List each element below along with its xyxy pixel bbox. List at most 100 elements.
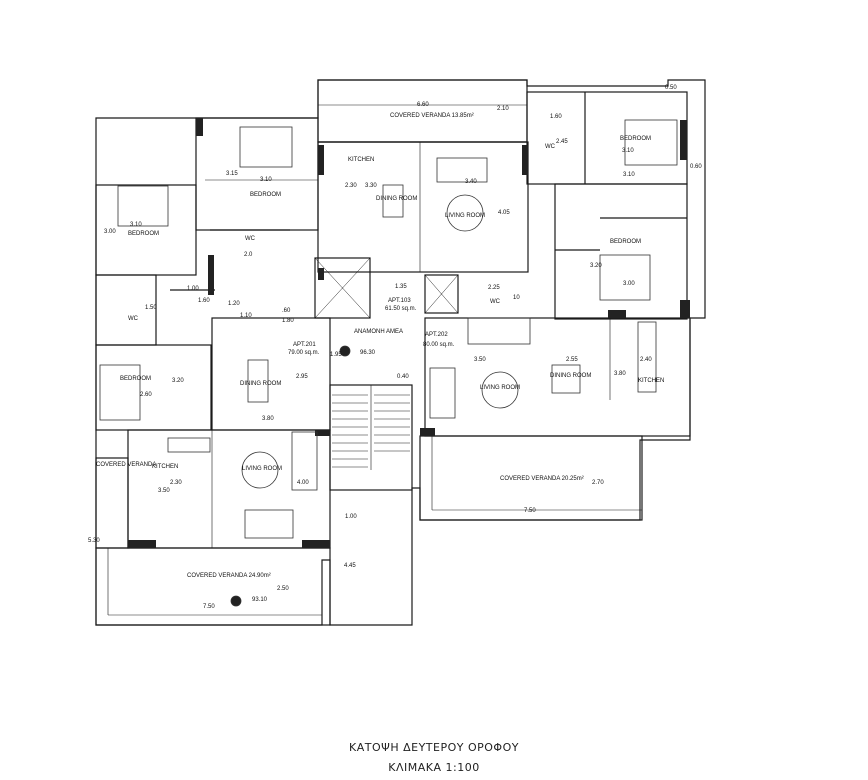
bedroom-top-right-label: BEDROOM bbox=[620, 136, 651, 142]
dim-200: 2.0 bbox=[244, 252, 253, 258]
dim-160b: 1.60 bbox=[198, 298, 210, 304]
dim-210: 2.10 bbox=[497, 106, 509, 112]
dim-340: 3.40 bbox=[465, 179, 477, 185]
table-living-right bbox=[481, 371, 519, 409]
apt202-label: APT.202 bbox=[425, 332, 448, 338]
sofa-left-side bbox=[291, 431, 318, 491]
dim-405: 4.05 bbox=[498, 210, 510, 216]
apt201-area: 79.00 sq.m. bbox=[288, 350, 320, 356]
table-dining-right bbox=[551, 364, 581, 394]
dim-180: 1.80 bbox=[282, 318, 294, 324]
room-labels: COVERED VERANDA 13.85m² KITCHEN DINING R… bbox=[96, 113, 664, 603]
dim-530: 5.30 bbox=[88, 538, 100, 544]
apt202-area: 80.00 sq.m. bbox=[423, 342, 455, 348]
dining-left-label: DINING ROOM bbox=[240, 381, 281, 387]
dimension-labels: 6.60 2.10 0.50 1.60 0.60 3.10 3.15 3.10 … bbox=[88, 85, 702, 610]
sofa-top bbox=[436, 157, 488, 183]
kitchen-top-label: KITCHEN bbox=[348, 157, 374, 163]
dim-160: 1.60 bbox=[550, 114, 562, 120]
dim-010: 10 bbox=[513, 295, 520, 301]
bedroom-left-label: BEDROOM bbox=[120, 376, 151, 382]
plan-lines bbox=[95, 79, 706, 626]
bedroom-top-left-label: BEDROOM bbox=[128, 231, 159, 237]
wc-left-label: WC bbox=[128, 316, 139, 322]
lift-label: ΑΝΑΜΟΝΗ ΑΜΕΑ bbox=[354, 329, 403, 335]
dim-300: 3.00 bbox=[104, 229, 116, 235]
living-top-label: LIVING ROOM bbox=[445, 213, 485, 219]
dim-050: 0.50 bbox=[665, 85, 677, 91]
dim-230b: 2.30 bbox=[170, 480, 182, 486]
dining-top-label: DINING ROOM bbox=[376, 196, 417, 202]
drawing-title: ΚΑΤΟΨΗ ΔΕΥΤΕΡΟΥ ΟΡΟΦΟΥ bbox=[349, 741, 519, 754]
dim-245: 2.45 bbox=[556, 139, 568, 145]
kitchen-right-label: KITCHEN bbox=[638, 378, 664, 384]
veranda-left-box bbox=[95, 457, 129, 549]
level-label: 93.10 bbox=[252, 597, 268, 603]
dim-110: 1.10 bbox=[240, 313, 252, 319]
dim-295: 2.95 bbox=[296, 374, 308, 380]
living-right-label: LIVING ROOM bbox=[480, 385, 520, 391]
dim-225: 2.25 bbox=[488, 285, 500, 291]
dim-310b: 3.10 bbox=[130, 222, 142, 228]
dim-270: 2.70 bbox=[592, 480, 604, 486]
dim-310c: 3.10 bbox=[622, 148, 634, 154]
veranda-right-label: COVERED VERANDA 20.25m² bbox=[500, 476, 584, 482]
dim-400: 4.00 bbox=[297, 480, 309, 486]
dim-330: 3.30 bbox=[365, 183, 377, 189]
lift-box bbox=[314, 257, 371, 319]
wall-blocks bbox=[128, 118, 690, 548]
dim-320b: 3.20 bbox=[172, 378, 184, 384]
bed-top-left bbox=[117, 185, 169, 227]
table-dining-top bbox=[382, 184, 404, 218]
sofa-left bbox=[244, 509, 294, 539]
apt103-label: APT.103 bbox=[388, 298, 411, 304]
bed-left bbox=[99, 364, 141, 421]
kitchen-counter-left bbox=[167, 437, 211, 453]
living-left-label: LIVING ROOM bbox=[242, 466, 282, 472]
dim-120: 1.20 bbox=[228, 301, 240, 307]
bed-top-center bbox=[239, 126, 293, 168]
level-marker bbox=[230, 595, 242, 607]
dim-300b: 3.00 bbox=[623, 281, 635, 287]
furniture bbox=[99, 119, 678, 607]
wc-top-right-label: WC bbox=[545, 144, 556, 150]
apt103-area: 61.50 sq.m. bbox=[385, 306, 417, 312]
dim-195: 1.95 bbox=[330, 352, 342, 358]
veranda-left-label: COVERED VERANDA bbox=[96, 462, 156, 468]
stairs bbox=[332, 385, 410, 470]
dim-260: 2.60 bbox=[140, 392, 152, 398]
bed-right bbox=[599, 254, 651, 301]
bed-top-right bbox=[624, 119, 678, 166]
table-living-top bbox=[446, 194, 484, 232]
dim-350b: 3.50 bbox=[158, 488, 170, 494]
wc-center-label: WC bbox=[490, 299, 501, 305]
bedroom-right-label: BEDROOM bbox=[610, 239, 641, 245]
dim-100b: 1.00 bbox=[345, 514, 357, 520]
kitchen-left-label: KITCHEN bbox=[152, 464, 178, 470]
dim-100a: 1.00 bbox=[187, 286, 199, 292]
dining-right-label: DINING ROOM bbox=[550, 373, 591, 379]
lift-value: 96.30 bbox=[360, 350, 376, 356]
veranda-bottom-label: COVERED VERANDA 24.90m² bbox=[187, 573, 271, 579]
dim-310a: 3.10 bbox=[260, 177, 272, 183]
veranda-bottom-box bbox=[95, 547, 331, 626]
dim-135: 1.35 bbox=[395, 284, 407, 290]
dim-255: 2.55 bbox=[566, 357, 578, 363]
dim-060: 0.60 bbox=[690, 164, 702, 170]
dim-350a: 3.50 bbox=[474, 357, 486, 363]
table-living-left bbox=[241, 451, 279, 489]
table-dining-left bbox=[247, 359, 269, 403]
dim-320a: 3.20 bbox=[590, 263, 602, 269]
veranda-right-box bbox=[419, 435, 643, 521]
drawing-scale: ΚΛΙΜΑΚΑ 1:100 bbox=[388, 761, 480, 774]
dim-445: 4.45 bbox=[344, 563, 356, 569]
dim-315: 3.15 bbox=[226, 171, 238, 177]
wc-top-left-label: WC bbox=[245, 236, 256, 242]
veranda-top-box bbox=[317, 79, 528, 143]
dim-380b: 3.80 bbox=[614, 371, 626, 377]
dim-660: 6.60 bbox=[417, 102, 429, 108]
outer-outline bbox=[95, 79, 706, 626]
dim-230a: 2.30 bbox=[345, 183, 357, 189]
dim-310d: 3.10 bbox=[623, 172, 635, 178]
